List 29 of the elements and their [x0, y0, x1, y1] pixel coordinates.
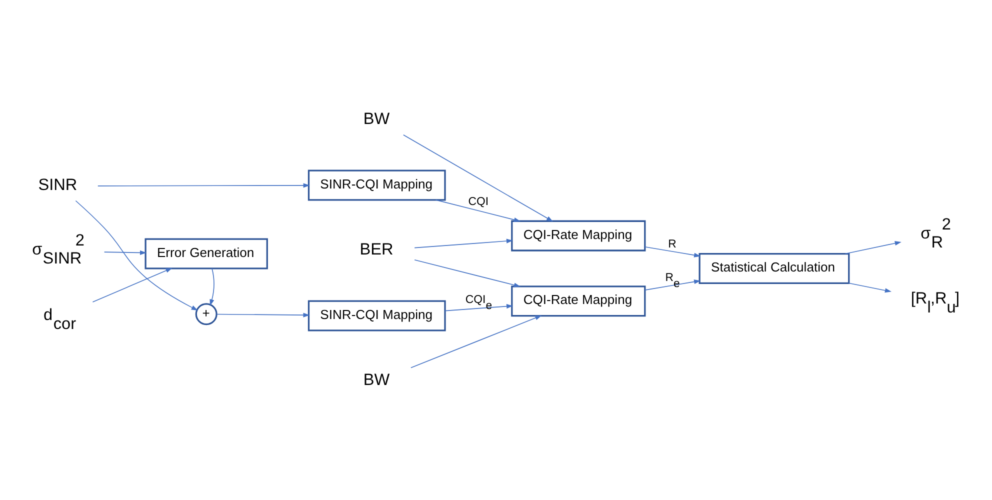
arrow	[75, 200, 198, 310]
arrow	[644, 279, 701, 290]
node-box: CQI-Rate Mapping	[511, 285, 646, 316]
arrow	[444, 304, 514, 311]
arrow	[848, 282, 892, 292]
arrow	[92, 267, 172, 302]
node-box: Error Generation	[144, 238, 268, 269]
node-box: SINR-CQI Mapping	[308, 169, 446, 200]
node-box: CQI-Rate Mapping	[511, 220, 646, 251]
arrow	[216, 312, 310, 317]
arrow	[435, 199, 521, 222]
edge-label: CQI	[468, 195, 489, 208]
arrow	[403, 134, 554, 222]
arrow	[104, 250, 147, 254]
node-text: BER	[360, 240, 394, 258]
node-text: SINR	[38, 176, 78, 194]
arrow	[644, 246, 701, 257]
arrow	[414, 238, 514, 248]
edge-label: R	[668, 238, 676, 250]
arrow	[414, 258, 521, 287]
arrow	[844, 240, 902, 254]
node-text: BW	[363, 370, 390, 389]
arrow	[410, 314, 542, 368]
node-text: BW	[363, 110, 390, 128]
node-circle: +	[195, 302, 218, 325]
node-box: Statistical Calculation	[698, 252, 850, 284]
arrow	[210, 268, 214, 306]
arrow	[98, 182, 310, 188]
node-box: SINR-CQI Mapping	[308, 300, 446, 331]
